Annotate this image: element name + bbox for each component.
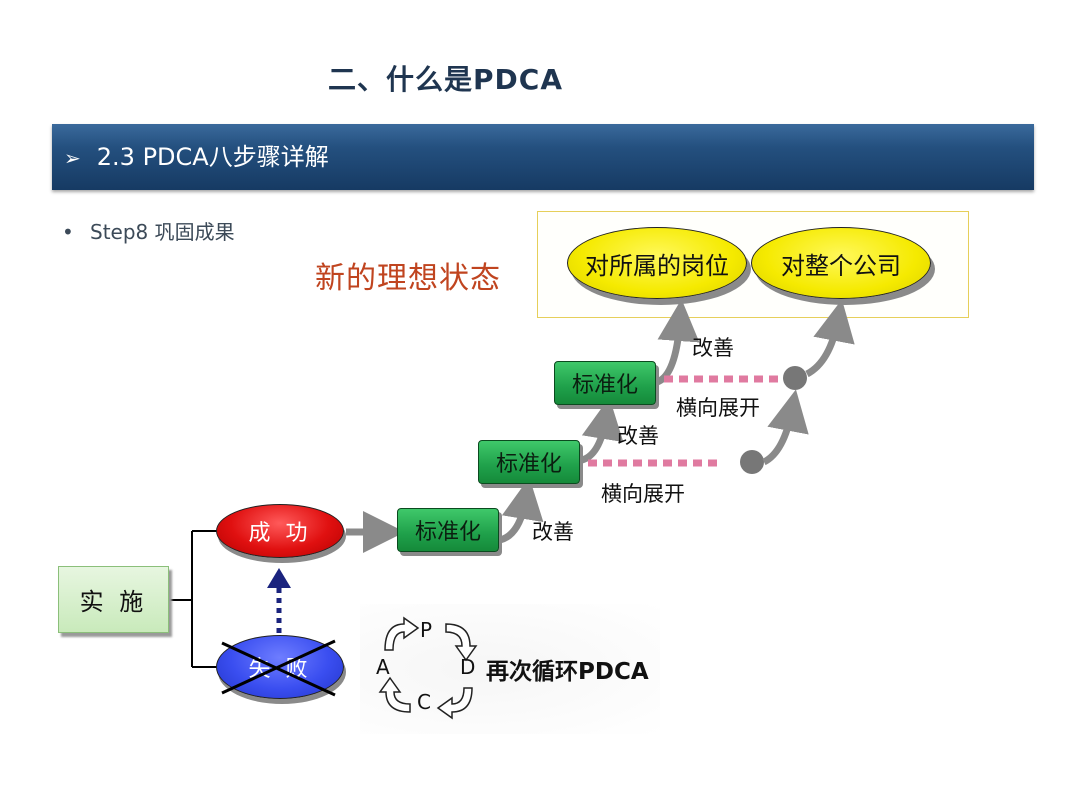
- expand-label-upper: 横向展开: [676, 396, 760, 420]
- expand-label-lower: 横向展开: [601, 482, 685, 506]
- section-banner: ➢ 2.3 PDCA八步骤详解: [52, 124, 1034, 190]
- standardize-box-2: 标准化: [478, 440, 580, 484]
- ideal-state-title: 新的理想状态: [315, 261, 501, 296]
- expand-node-lower: [740, 450, 764, 474]
- pdca-letter-c: C: [417, 690, 431, 714]
- cycle-arrow-c-to-a-icon: [378, 676, 411, 713]
- standardize-label-1: 标准化: [414, 520, 481, 545]
- improve-label-1: 改善: [532, 520, 574, 544]
- step-bullet: • Step8 巩固成果: [62, 216, 235, 245]
- improve-arrow-3: [655, 299, 700, 386]
- page-title: 二、什么是PDCA: [328, 63, 563, 96]
- expand-arrow-upper: [805, 299, 855, 378]
- improve-label-3: 改善: [692, 336, 734, 360]
- cycle-arrow-icons: [378, 616, 478, 720]
- step-label: Step8 巩固成果: [90, 220, 235, 244]
- implement-box: 实 施: [58, 566, 169, 633]
- navy-arrowhead-icon: [267, 568, 291, 588]
- standardize-label-2: 标准化: [495, 452, 562, 477]
- improve-arrow-1: [498, 477, 544, 544]
- standardize-box-1: 标准化: [397, 508, 499, 552]
- cycle-arrow-d-to-c-icon: [436, 687, 473, 720]
- branch-bracket: [169, 530, 218, 668]
- improve-arrow-2: [580, 397, 624, 464]
- cycle-arrow-a-to-p-icon: [384, 616, 420, 651]
- cross-mark-icon: [221, 639, 336, 697]
- standardize-box-3: 标准化: [554, 361, 656, 405]
- pdca-letter-p: P: [420, 618, 433, 642]
- success-label: 成 功: [248, 521, 312, 546]
- arrow-bullet-icon: ➢: [64, 146, 81, 170]
- improve-label-2: 改善: [617, 424, 659, 448]
- pdca-repeat-text: 再次循环PDCA: [486, 659, 649, 685]
- goal-whole-company-label: 对整个公司: [781, 251, 901, 280]
- goal-whole-company: 对整个公司: [751, 227, 931, 299]
- goal-own-position-label: 对所属的岗位: [585, 251, 729, 280]
- cycle-arrow-p-to-d-icon: [445, 623, 478, 662]
- bullet-dot-icon: •: [62, 220, 74, 244]
- pdca-letter-a: A: [376, 655, 390, 679]
- success-ellipse: 成 功: [216, 504, 344, 558]
- expand-arrow-lower: [762, 389, 809, 466]
- goal-own-position: 对所属的岗位: [567, 227, 747, 299]
- section-heading: 2.3 PDCA八步骤详解: [96, 143, 329, 171]
- pdca-letter-d: D: [460, 655, 476, 679]
- implement-label: 实 施: [79, 588, 148, 616]
- standardize-label-3: 标准化: [571, 373, 638, 398]
- expand-node-upper: [783, 366, 807, 390]
